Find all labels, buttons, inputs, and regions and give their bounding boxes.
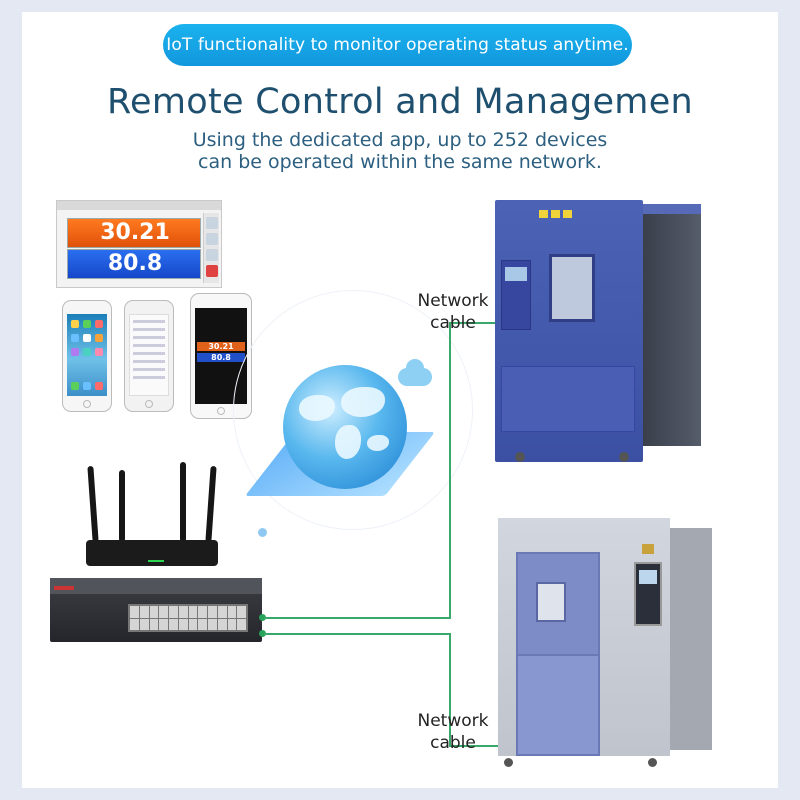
globe-icon — [283, 365, 407, 489]
toolbar-icon — [206, 249, 218, 261]
network-switch — [50, 578, 262, 642]
warning-icon — [551, 210, 560, 218]
list-line — [133, 368, 165, 371]
phone-screen — [129, 314, 169, 396]
label-line: Network — [417, 291, 489, 311]
cable-jack-bottom — [259, 630, 266, 637]
app-icon — [71, 320, 79, 328]
caster-icon — [515, 452, 525, 462]
caster-icon — [619, 452, 629, 462]
app-icon — [83, 348, 91, 356]
network-cable-label-top: Network cable — [408, 290, 498, 334]
continent-shape — [341, 387, 385, 417]
home-button-icon — [145, 400, 153, 408]
warning-icon — [563, 210, 572, 218]
page-title: Remote Control and Managemen — [106, 82, 694, 122]
globe-halo — [233, 290, 473, 530]
chamber-screen — [505, 267, 527, 281]
app-icon — [71, 334, 79, 342]
humidity-value: 80.8 — [107, 251, 163, 276]
warning-icon — [539, 210, 548, 218]
list-line — [133, 344, 165, 347]
app-icon — [83, 334, 91, 342]
wifi-router — [86, 540, 218, 566]
app-screenshot: 30.21 80.8 — [56, 200, 222, 288]
cable-jack-top — [259, 614, 266, 621]
chamber-side-panel — [670, 528, 712, 750]
router-antenna — [119, 470, 125, 542]
subtitle-line-1: Using the dedicated app, up to 252 devic… — [192, 129, 608, 151]
brand-logo-icon — [642, 544, 654, 554]
temperature-value: 30.21 — [100, 220, 170, 245]
cable-line — [264, 617, 450, 619]
chamber-control-panel — [634, 562, 662, 626]
home-button-icon — [217, 407, 225, 415]
power-icon — [206, 265, 218, 277]
test-chamber-grey — [498, 518, 712, 767]
toolbar-icon — [206, 233, 218, 245]
chamber-window — [549, 254, 595, 322]
list-line — [133, 360, 165, 363]
label-line: cable — [430, 733, 476, 753]
list-line — [133, 328, 165, 331]
app-side-toolbar — [203, 213, 219, 283]
chamber-door-lower — [516, 654, 600, 756]
app-icon — [95, 348, 103, 356]
phone-screen — [67, 314, 107, 396]
chamber-lower-compartment — [501, 366, 635, 432]
app-icon — [95, 382, 103, 390]
switch-top-strip — [50, 578, 262, 594]
label-line: Network — [417, 711, 489, 731]
cable-line — [449, 633, 451, 747]
switch-badge — [54, 586, 74, 590]
caster-icon — [648, 758, 657, 767]
cable-line — [449, 322, 451, 619]
subtitle-line-2: can be operated within the same network. — [198, 151, 602, 173]
router-led — [148, 560, 164, 562]
cloud-icon — [398, 359, 432, 386]
continent-shape — [335, 425, 361, 459]
list-line — [133, 352, 165, 355]
app-icon — [71, 348, 79, 356]
continent-shape — [367, 435, 389, 451]
app-icon — [71, 382, 79, 390]
feature-pill: IoT functionality to monitor operating s… — [163, 24, 632, 66]
cable-line — [449, 322, 499, 324]
list-line — [133, 320, 165, 323]
switch-ports — [128, 604, 248, 632]
humidity-panel: 80.8 — [67, 249, 201, 279]
chamber-control-panel — [501, 260, 531, 330]
chamber-screen — [639, 570, 657, 584]
continent-shape — [299, 395, 335, 421]
test-chamber-blue — [495, 200, 701, 462]
app-icon — [95, 320, 103, 328]
app-titlebar — [57, 201, 221, 210]
home-button-icon — [83, 400, 91, 408]
list-line — [133, 376, 165, 379]
app-icon — [95, 334, 103, 342]
temperature-panel: 30.21 — [67, 218, 201, 248]
decor-dot — [258, 528, 267, 537]
label-line: cable — [430, 313, 476, 333]
phone-home-screen — [62, 300, 112, 412]
chamber-window — [536, 582, 566, 622]
phone-list-screen — [124, 300, 174, 412]
app-icon — [83, 382, 91, 390]
phone-humidity-value: 80.8 — [197, 353, 245, 362]
caster-icon — [504, 758, 513, 767]
router-antenna — [180, 462, 186, 542]
toolbar-icon — [206, 217, 218, 229]
phone-temperature-value: 30.21 — [197, 342, 245, 351]
app-icon — [83, 320, 91, 328]
cable-line — [264, 633, 450, 635]
chamber-side-panel — [643, 214, 701, 446]
list-line — [133, 336, 165, 339]
network-cable-label-bottom: Network cable — [408, 710, 498, 754]
cable-line — [449, 745, 499, 747]
